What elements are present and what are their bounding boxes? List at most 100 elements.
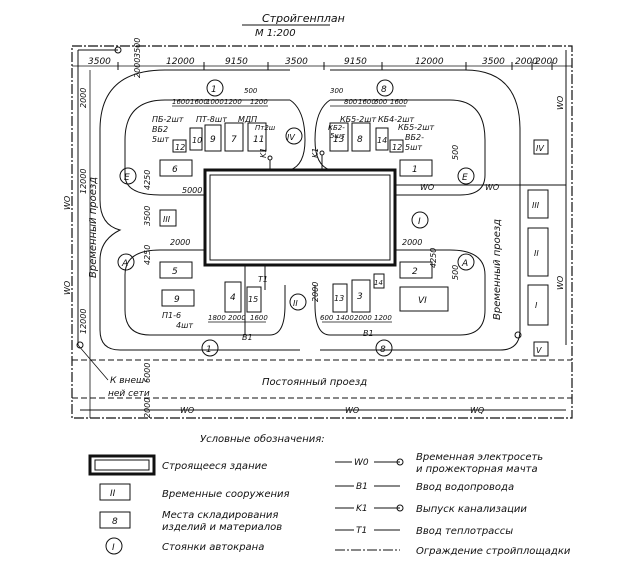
svg-text:14: 14	[377, 136, 387, 145]
svg-text:Строящееся здание: Строящееся здание	[162, 461, 267, 472]
svg-text:II: II	[110, 489, 116, 499]
svg-text:8: 8	[380, 345, 386, 355]
temp-road-right: Временный проезд	[492, 219, 503, 320]
svg-text:ПБ-2шт: ПБ-2шт	[152, 115, 184, 124]
svg-text:2000: 2000	[402, 238, 422, 247]
top-dimension-line: 3500 12000 9150 3500 9150 12000 3500 200…	[72, 38, 572, 78]
svg-text:K1: K1	[259, 148, 268, 158]
storage-left-side: 6 5 9 П1-6 4шт III 4250 5000 3500 4250 2…	[143, 159, 202, 330]
plan-title: Стройгенплан	[262, 12, 345, 25]
svg-text:1: 1	[206, 345, 212, 355]
svg-text:600: 600	[320, 314, 334, 322]
svg-text:8: 8	[357, 135, 363, 145]
svg-text:1800: 1800	[208, 314, 226, 322]
legend-building: Строящееся здание	[88, 454, 267, 476]
svg-text:WO: WO	[485, 183, 499, 192]
legend: Условные обозначения: Строящееся здание …	[88, 433, 571, 557]
legend-sewer: K1 Выпуск канализации	[335, 502, 527, 515]
svg-text:2000: 2000	[354, 314, 372, 322]
dim-top-left: 3500	[88, 57, 111, 67]
svg-text:III: III	[532, 201, 540, 210]
svg-text:9: 9	[174, 295, 180, 305]
svg-text:Места складирования: Места складирования	[162, 510, 278, 521]
svg-text:II: II	[293, 299, 298, 308]
svg-text:10: 10	[192, 136, 202, 145]
building-under-construction	[203, 168, 397, 267]
svg-text:12: 12	[175, 143, 185, 152]
svg-text:2: 2	[412, 267, 418, 277]
legend-power: W0 Временная электросеть и прожекторная …	[335, 452, 543, 475]
svg-text:изделий и материалов: изделий и материалов	[162, 522, 282, 533]
svg-text:IV: IV	[536, 144, 544, 153]
svg-text:I: I	[112, 543, 115, 553]
svg-text:1400: 1400	[336, 314, 354, 322]
svg-text:W0: W0	[354, 458, 369, 468]
svg-text:КБ2-: КБ2-	[328, 124, 345, 132]
svg-text:4250: 4250	[143, 245, 152, 265]
dim-vert-top2: 2000	[133, 58, 142, 78]
svg-text:1200: 1200	[250, 98, 268, 106]
svg-text:11: 11	[253, 135, 264, 145]
svg-text:WO: WO	[420, 183, 434, 192]
svg-text:WO: WO	[63, 281, 72, 295]
storage-top-right: 13 8 14 12 КБ5-2шт КБ2- 5шт КБ4-2шт КБ5-…	[328, 87, 435, 153]
svg-text:8: 8	[381, 85, 387, 95]
svg-text:П1-6: П1-6	[162, 311, 181, 320]
svg-text:Ввод водопровода: Ввод водопровода	[416, 482, 514, 493]
permanent-road-label: Постоянный проезд	[262, 377, 367, 388]
svg-text:Временные сооружения: Временные сооружения	[162, 489, 290, 500]
svg-text:9: 9	[210, 135, 216, 145]
storage-top-left: 12 10 9 7 11 ПБ-2шт ПТ-8шт МДП Пт2ш ВБ2 …	[152, 87, 276, 153]
svg-text:800: 800	[344, 98, 358, 106]
svg-text:12000: 12000	[79, 169, 88, 194]
svg-text:4шт: 4шт	[176, 321, 193, 330]
svg-text:14: 14	[374, 279, 383, 287]
plan-scale: М 1:200	[255, 28, 296, 39]
legend-crane: I Стоянки автокрана	[105, 537, 264, 555]
dim-top-5: 12000	[415, 57, 444, 67]
svg-text:500: 500	[451, 145, 460, 160]
svg-text:2000: 2000	[79, 88, 88, 108]
storage-right-side: 1 2 VI 2000 4250 500 500	[399, 145, 460, 312]
dim-top-r1: 3500	[482, 57, 505, 67]
dim-top-r2: 2000	[515, 57, 538, 67]
svg-text:4: 4	[230, 293, 236, 303]
site-fence	[71, 45, 573, 419]
dim-vert-top: 3500	[133, 38, 142, 58]
svg-text:ПТ-8шт: ПТ-8шт	[196, 115, 227, 124]
svg-text:E: E	[124, 173, 130, 183]
svg-text:1600: 1600	[172, 98, 190, 106]
svg-text:6000: 6000	[143, 363, 152, 383]
svg-text:5: 5	[172, 267, 178, 277]
svg-text:I: I	[535, 301, 538, 310]
svg-text:K1: K1	[311, 148, 320, 158]
legend-heading: Условные обозначения:	[200, 433, 325, 445]
svg-text:3500: 3500	[143, 206, 152, 226]
svg-text:7: 7	[231, 135, 237, 145]
temp-road-left: Временный проезд	[88, 177, 99, 278]
temporary-road-loops	[99, 69, 521, 351]
svg-text:300: 300	[330, 87, 344, 95]
svg-text:Временная электросеть: Временная электросеть	[416, 452, 543, 463]
svg-text:II: II	[534, 249, 539, 258]
svg-text:Пт2ш: Пт2ш	[255, 124, 276, 132]
dim-top-4: 9150	[344, 57, 367, 67]
svg-text:1600: 1600	[358, 98, 376, 106]
svg-text:III: III	[163, 215, 171, 224]
svg-text:Ввод теплотрассы: Ввод теплотрассы	[416, 526, 513, 537]
svg-text:ВБ2-: ВБ2-	[405, 133, 424, 142]
svg-text:12000: 12000	[79, 309, 88, 334]
temporary-power-lines: WO WO WO WO WO WO WO WO WQ	[63, 46, 567, 415]
svg-text:WO: WO	[180, 406, 194, 415]
svg-text:5000: 5000	[182, 186, 202, 195]
svg-text:5шт: 5шт	[330, 132, 346, 140]
svg-text:600: 600	[374, 98, 388, 106]
svg-text:I: I	[418, 217, 421, 227]
svg-text:A: A	[461, 259, 468, 269]
svg-text:15: 15	[248, 295, 258, 304]
svg-text:ВБ2: ВБ2	[152, 125, 168, 134]
svg-text:WO: WO	[345, 406, 359, 415]
svg-text:12: 12	[392, 143, 402, 152]
dim-top-1: 12000	[166, 57, 195, 67]
